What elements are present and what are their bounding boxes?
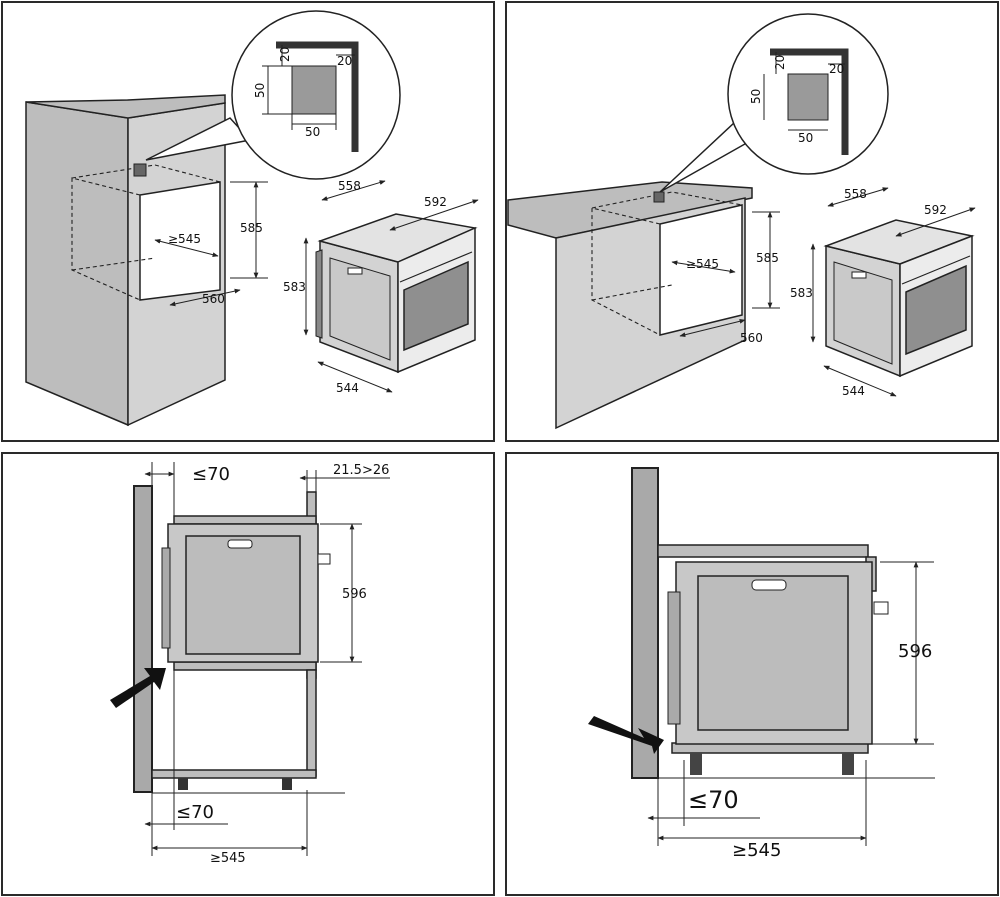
lower-shelf <box>173 661 317 671</box>
gap-top-label: ≤70 <box>192 464 230 485</box>
opening-height-label: 585 <box>240 221 263 235</box>
inset-dim-20-vertical: 20 <box>278 47 292 62</box>
foot-right <box>282 778 292 790</box>
offset-label: 21.5>26 <box>333 463 389 478</box>
oven-front-view <box>667 561 889 745</box>
depth-right-label: ≥545 <box>732 840 781 861</box>
inset-dim-20-horizontal: 20 <box>337 54 352 68</box>
panel-bottom-right: 596 ≤70 ≥545 <box>505 452 999 896</box>
foot-left <box>178 778 188 790</box>
opening-right-height-label: 585 <box>756 251 779 265</box>
wall <box>133 485 153 793</box>
oven-height-label: 583 <box>283 280 306 294</box>
foot-right-right <box>842 753 854 775</box>
under-counter-cabinet <box>507 181 753 430</box>
oven-right-front-label: 544 <box>842 384 865 398</box>
oven-unit <box>315 213 478 374</box>
depth-label: ≥545 <box>210 851 246 866</box>
oven-front-label: 544 <box>336 381 359 395</box>
inset-right-dim-50-horizontal: 50 <box>798 131 813 145</box>
oven-side-view <box>161 523 331 663</box>
base-board <box>151 769 317 779</box>
detail-callout-right: 20 20 50 50 <box>659 13 889 193</box>
oven-depth-label: 592 <box>424 195 447 209</box>
gap-bottom-right-label: ≤70 <box>688 786 739 814</box>
oven-width-label: 558 <box>338 179 361 193</box>
panel-bottom-left: ≤70 21.5>26 596 ≤70 ≥545 <box>1 452 495 896</box>
panel-top-right: 20 20 50 50 ≥545 585 560 558 592 583 544 <box>505 1 999 442</box>
opening-depth-label: ≥545 <box>168 232 201 246</box>
inset-dim-50-vertical: 50 <box>253 83 267 98</box>
opening-right-width-label: 560 <box>740 331 763 345</box>
arrow-indicator-right <box>588 716 664 754</box>
opening-right-depth-label: ≥545 <box>686 257 719 271</box>
cabinet-side-lower <box>306 669 317 777</box>
tall-cabinet <box>25 94 226 427</box>
opening-width-label: 560 <box>202 292 225 306</box>
oven-right-height-label: 583 <box>790 286 813 300</box>
inset-right-dim-20-horizontal: 20 <box>829 62 844 76</box>
inset-dim-50-horizontal: 50 <box>305 125 320 139</box>
gap-bottom-label: ≤70 <box>176 802 214 823</box>
arrow-indicator <box>110 668 166 708</box>
detail-callout: 20 20 50 50 <box>145 10 401 180</box>
countertop <box>657 544 869 558</box>
inset-right-dim-20-vertical: 20 <box>773 55 787 70</box>
height-label: 596 <box>342 587 367 602</box>
upper-shelf <box>173 515 317 525</box>
oven-right-width-label: 558 <box>844 187 867 201</box>
panel-top-left: 20 20 50 50 ≥545 585 560 558 592 58 <box>1 1 495 442</box>
inset-right-dim-50-vertical: 50 <box>749 89 763 104</box>
foot-right-left <box>690 753 702 775</box>
wall-right <box>631 467 659 779</box>
height-right-label: 596 <box>898 641 932 662</box>
oven-unit-right <box>823 219 975 378</box>
oven-right-depth-label: 592 <box>924 203 947 217</box>
